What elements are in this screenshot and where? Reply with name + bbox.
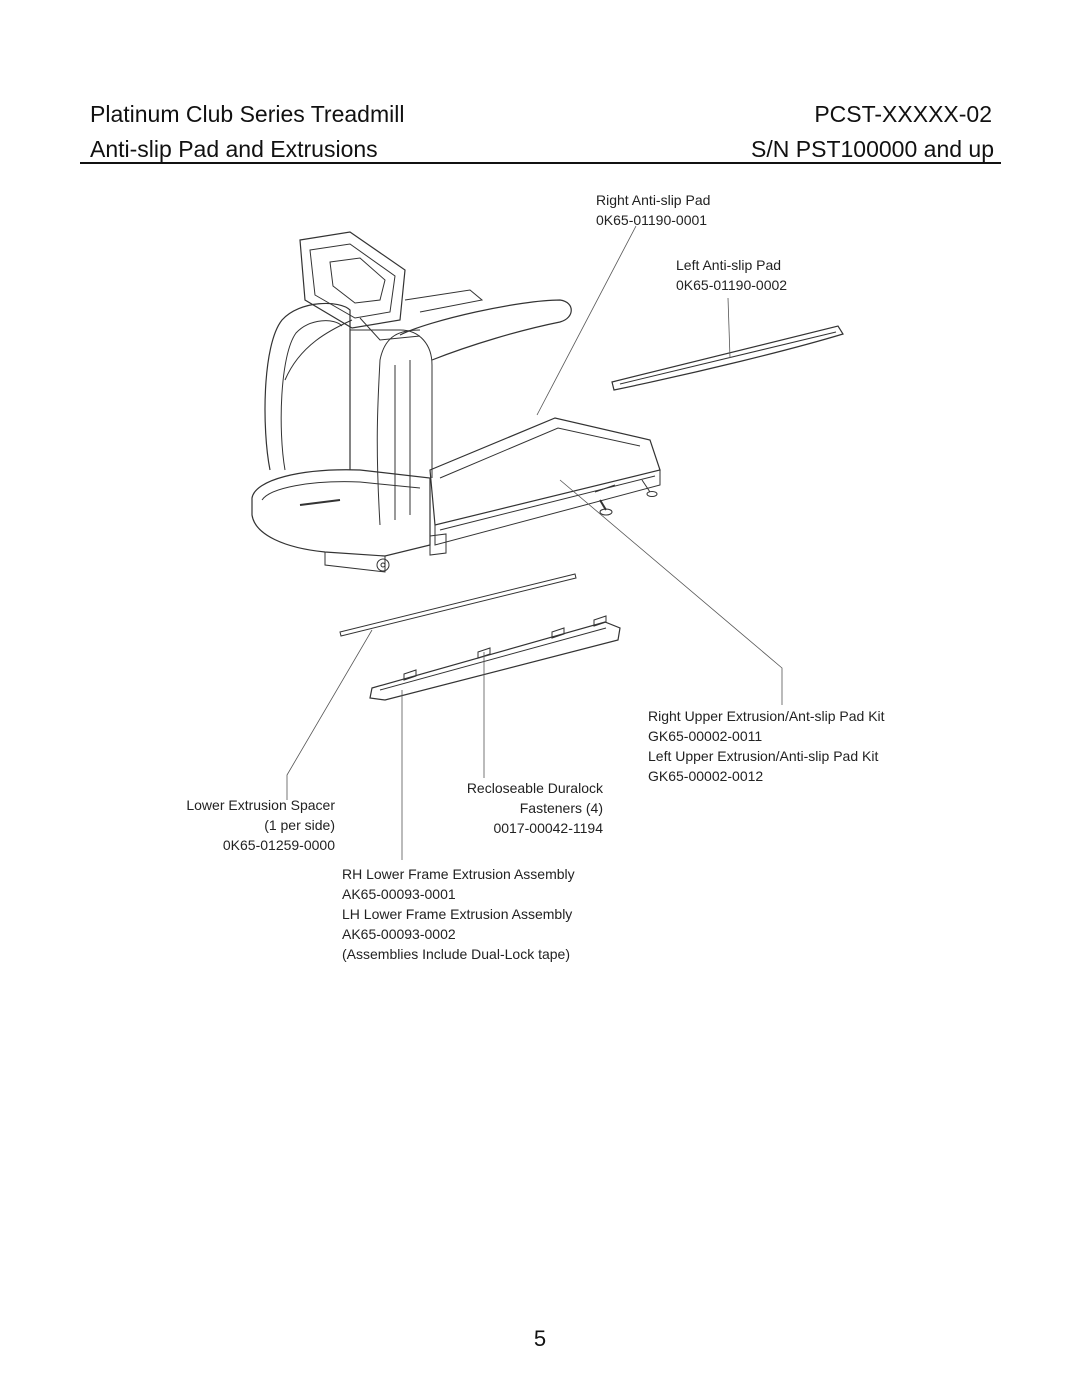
label-lower-extrusion-spacer: Lower Extrusion Spacer (1 per side) 0K65… <box>160 795 335 855</box>
header-rule <box>80 162 1001 164</box>
part-number: GK65-00002-0011 <box>648 728 763 744</box>
part-name: Left Anti-slip Pad <box>676 257 782 273</box>
leader-upper-kit <box>559 479 783 705</box>
lower-extrusion-spacer <box>339 573 577 637</box>
part-number: AK65-00093-0002 <box>342 926 456 942</box>
part-number: GK65-00002-0012 <box>648 768 764 784</box>
document-title: Platinum Club Series Treadmill <box>90 101 405 127</box>
label-duralock-fasteners: Recloseable Duralock Fasteners (4) 0017-… <box>433 778 603 838</box>
document-subtitle: Anti-slip Pad and Extrusions <box>90 136 378 162</box>
part-number: 0K65-01259-0000 <box>222 837 335 853</box>
part-name: RH Lower Frame Extrusion Assembly <box>342 866 575 882</box>
part-name: Lower Extrusion Spacer <box>186 797 335 813</box>
lower-frame-extrusion <box>369 615 621 701</box>
part-note: (Assemblies Include Dual-Lock tape) <box>342 946 570 962</box>
part-name: Recloseable Duralock <box>466 780 603 796</box>
part-number: 0K65-01190-0002 <box>676 277 788 293</box>
part-number: AK65-00093-0001 <box>342 886 456 902</box>
treadmill-illustration <box>251 231 661 573</box>
part-quantity: (1 per side) <box>264 817 335 833</box>
part-number: 0017-00042-1194 <box>493 820 603 836</box>
part-name: Fasteners (4) <box>519 800 603 816</box>
label-upper-extrusion-kit: Right Upper Extrusion/Ant-slip Pad Kit G… <box>648 706 885 786</box>
leader-spacer <box>286 629 373 800</box>
leader-right-pad <box>536 225 637 416</box>
leader-left-pad <box>727 297 731 359</box>
part-name: LH Lower Frame Extrusion Assembly <box>342 906 573 922</box>
label-right-anti-slip-pad: Right Anti-slip Pad 0K65-01190-0001 <box>596 190 710 230</box>
document-code: PCST-XXXXX-02 <box>814 101 992 127</box>
left-anti-slip-pad <box>611 325 844 391</box>
part-number: 0K65-01190-0001 <box>596 212 708 228</box>
label-lower-frame-extrusion: RH Lower Frame Extrusion Assembly AK65-0… <box>342 864 575 964</box>
label-left-anti-slip-pad: Left Anti-slip Pad 0K65-01190-0002 <box>676 255 787 295</box>
part-name: Right Anti-slip Pad <box>596 192 711 208</box>
part-name: Right Upper Extrusion/Ant-slip Pad Kit <box>648 708 885 724</box>
part-name: Left Upper Extrusion/Anti-slip Pad Kit <box>648 748 879 764</box>
serial-range: S/N PST100000 and up <box>751 136 994 162</box>
page-number: 5 <box>533 1326 547 1351</box>
